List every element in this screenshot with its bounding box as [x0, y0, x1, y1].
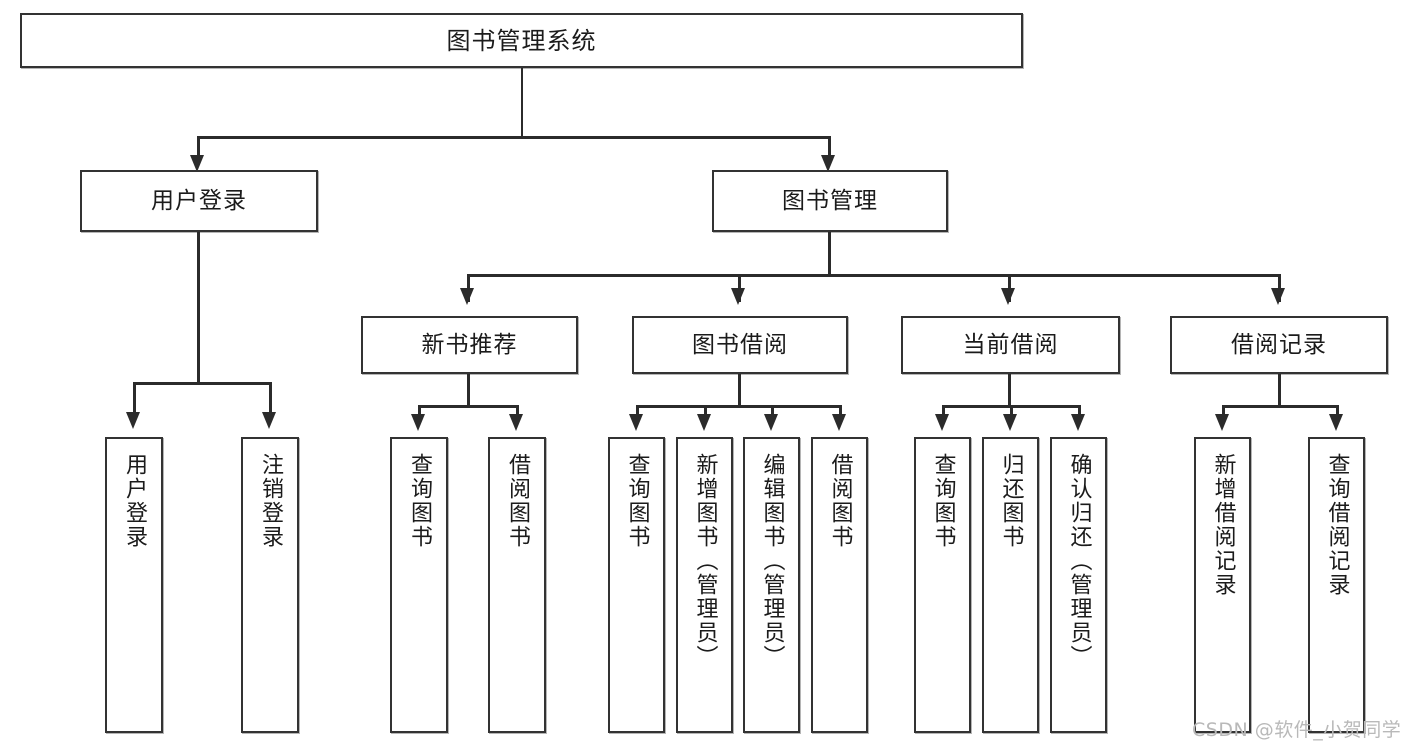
node-user-login[interactable]: 用户登录 — [80, 170, 318, 232]
node-root-library-management-system[interactable]: 图书管理系统 — [20, 13, 1023, 68]
node-current-borrow[interactable]: 当前借阅 — [901, 316, 1120, 374]
connector-current-borrow-leaf1-drop — [942, 405, 945, 419]
connector-borrow-record-bus — [1222, 405, 1336, 408]
arrowhead-current-borrow-leaf3 — [1071, 414, 1085, 431]
connector-book-management-bus — [467, 274, 1281, 277]
connector-book-borrow-leaf3-drop — [771, 405, 774, 419]
node-label: 用户登录 — [121, 453, 147, 549]
connector-book-borrow-leaf4-drop — [839, 405, 842, 419]
node-label: 查询图书 — [624, 453, 650, 549]
leaf-book-borrow-add-book-admin[interactable]: 新增图书（管理员） — [676, 437, 733, 733]
node-label: 查询图书 — [406, 453, 432, 549]
node-label: 查询图书 — [930, 453, 956, 549]
arrowhead-bm-to-new-book — [460, 288, 474, 305]
arrowhead-borrow-record-leaf1 — [1215, 414, 1229, 431]
connector-user-login-stem — [197, 232, 200, 384]
connector-borrow-record-leaf2-drop — [1336, 405, 1339, 419]
connector-new-book-leaf1-drop — [418, 405, 421, 419]
leaf-new-book-query-book[interactable]: 查询图书 — [390, 437, 448, 733]
node-book-borrow[interactable]: 图书借阅 — [632, 316, 848, 374]
arrowhead-new-book-leaf2 — [509, 414, 523, 431]
arrowhead-book-borrow-leaf1 — [629, 414, 643, 431]
node-label: 新增借阅记录 — [1210, 453, 1236, 597]
arrowhead-book-borrow-leaf3 — [764, 414, 778, 431]
node-label: 查询借阅记录 — [1324, 453, 1350, 597]
connector-root-to-book-management-drop — [828, 136, 831, 160]
connector-borrow-record-stem — [1278, 374, 1281, 407]
connector-book-borrow-leaf2-drop — [704, 405, 707, 419]
connector-new-book-stem — [467, 374, 470, 407]
node-label: 编辑图书（管理员） — [759, 453, 785, 669]
connector-user-login-bus — [133, 382, 271, 385]
node-label: 当前借阅 — [962, 331, 1059, 358]
arrowhead-new-book-leaf1 — [411, 414, 425, 431]
arrowhead-root-to-user-login — [190, 155, 204, 172]
node-label: 借阅图书 — [504, 453, 530, 549]
connector-root-bus — [197, 136, 829, 139]
leaf-new-book-borrow-book[interactable]: 借阅图书 — [488, 437, 546, 733]
connector-current-borrow-stem — [1008, 374, 1011, 407]
connector-user-login-leaf1-drop — [133, 382, 136, 414]
node-label: 注销登录 — [257, 453, 283, 549]
node-label: 图书管理 — [782, 187, 878, 214]
connector-book-management-stem — [828, 232, 831, 276]
connector-current-borrow-leaf2-drop — [1010, 405, 1013, 419]
arrowhead-current-borrow-leaf2 — [1003, 414, 1017, 431]
connector-root-to-user-login-drop — [197, 136, 200, 160]
connector-user-login-leaf2-drop — [269, 382, 272, 414]
leaf-user-login-logout[interactable]: 注销登录 — [241, 437, 299, 733]
node-label: 确认归还（管理员） — [1066, 453, 1092, 669]
node-label: 用户登录 — [151, 187, 247, 214]
connector-current-borrow-leaf3-drop — [1078, 405, 1081, 419]
arrowhead-borrow-record-leaf2 — [1329, 414, 1343, 431]
node-borrow-record[interactable]: 借阅记录 — [1170, 316, 1388, 374]
node-label: 图书管理系统 — [446, 26, 597, 55]
node-label: 新书推荐 — [421, 331, 518, 358]
arrowhead-user-login-leaf1 — [126, 412, 140, 429]
connector-book-borrow-stem — [738, 374, 741, 407]
arrowhead-bm-to-borrow-record — [1271, 288, 1285, 305]
node-label: 图书借阅 — [692, 331, 788, 358]
node-label: 借阅图书 — [827, 453, 853, 549]
connector-new-book-bus — [418, 405, 516, 408]
leaf-borrow-record-add-record[interactable]: 新增借阅记录 — [1194, 437, 1251, 733]
node-label: 借阅记录 — [1231, 331, 1327, 358]
leaf-book-borrow-borrow-book[interactable]: 借阅图书 — [811, 437, 868, 733]
arrowhead-book-borrow-leaf4 — [832, 414, 846, 431]
connector-root-stem — [520, 68, 523, 138]
connector-book-borrow-leaf1-drop — [636, 405, 639, 419]
arrowhead-book-borrow-leaf2 — [697, 414, 711, 431]
connector-book-borrow-bus — [636, 405, 841, 408]
connector-new-book-leaf2-drop — [516, 405, 519, 419]
connector-borrow-record-leaf1-drop — [1222, 405, 1225, 419]
leaf-borrow-record-query-record[interactable]: 查询借阅记录 — [1308, 437, 1365, 733]
arrowhead-bm-to-book-borrow — [731, 288, 745, 305]
arrowhead-root-to-book-management — [821, 155, 835, 172]
leaf-book-borrow-query-book[interactable]: 查询图书 — [608, 437, 665, 733]
leaf-user-login-login[interactable]: 用户登录 — [105, 437, 163, 733]
leaf-book-borrow-edit-book-admin[interactable]: 编辑图书（管理员） — [743, 437, 800, 733]
arrowhead-user-login-leaf2 — [262, 412, 276, 429]
leaf-current-borrow-return-book[interactable]: 归还图书 — [982, 437, 1039, 733]
leaf-current-borrow-query-book[interactable]: 查询图书 — [914, 437, 971, 733]
node-label: 归还图书 — [998, 453, 1024, 549]
node-new-book-recommend[interactable]: 新书推荐 — [361, 316, 578, 374]
node-label: 新增图书（管理员） — [692, 453, 718, 669]
csdn-watermark: CSDN @软件_小贺同学 — [1192, 719, 1402, 741]
node-book-management[interactable]: 图书管理 — [712, 170, 948, 232]
arrowhead-current-borrow-leaf1 — [935, 414, 949, 431]
arrowhead-bm-to-current-borrow — [1001, 288, 1015, 305]
leaf-current-borrow-confirm-return-admin[interactable]: 确认归还（管理员） — [1050, 437, 1107, 733]
